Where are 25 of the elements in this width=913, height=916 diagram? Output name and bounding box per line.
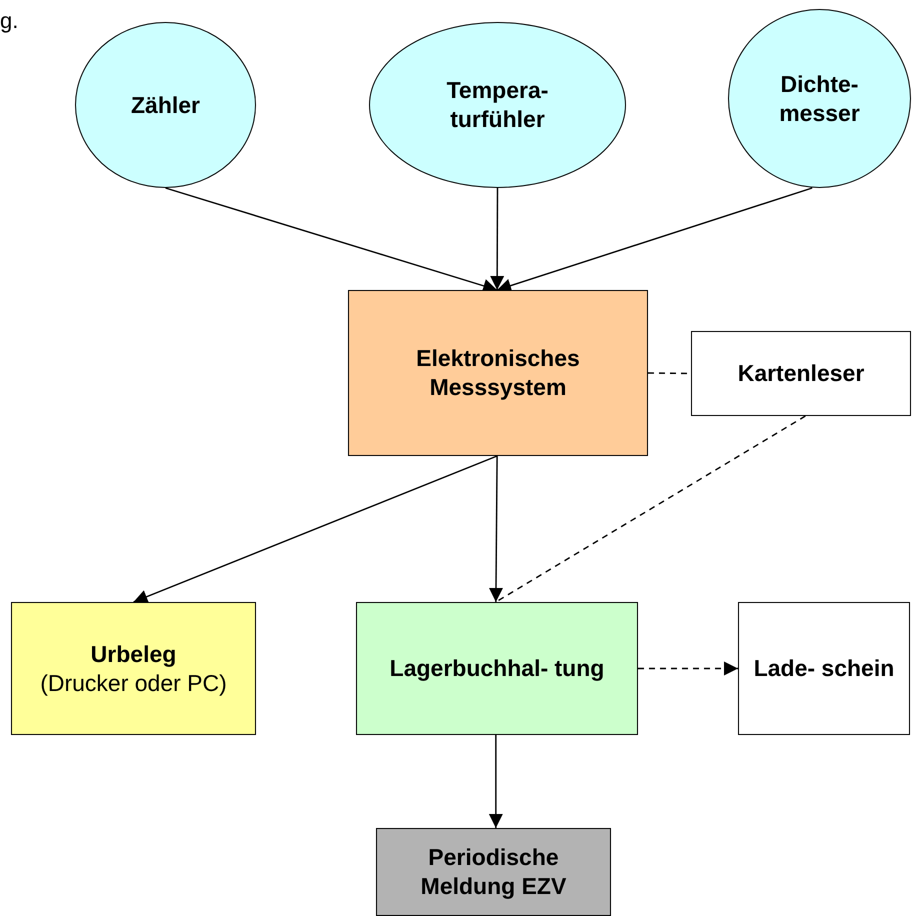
arrow bbox=[165, 187, 498, 293]
arrow bbox=[488, 735, 503, 828]
node-title: Urbeleg bbox=[90, 640, 176, 668]
process-box bbox=[738, 602, 910, 735]
node-title: Elektronisches Messsystem bbox=[415, 344, 581, 402]
node-title: Kartenleser bbox=[738, 359, 864, 388]
process-box bbox=[356, 602, 638, 735]
dashed-connector bbox=[638, 662, 738, 676]
node-title: Zähler bbox=[130, 90, 200, 120]
arrow bbox=[496, 187, 812, 292]
node-title: Tempera- turfühler bbox=[446, 76, 550, 134]
text-fragment: g. bbox=[0, 10, 18, 32]
node-title: Lagerbuchhal- tung bbox=[390, 654, 604, 683]
process-box bbox=[11, 602, 256, 735]
process-box bbox=[348, 290, 648, 456]
node-title: Periodische Meldung EZV bbox=[420, 843, 568, 901]
node-title: Dichte- messer bbox=[778, 70, 861, 128]
arrow bbox=[490, 188, 504, 290]
arrow bbox=[489, 456, 503, 602]
arrow bbox=[133, 455, 498, 604]
node-title: Lade- schein bbox=[754, 654, 894, 683]
dashed-connector bbox=[496, 415, 806, 603]
process-box bbox=[691, 331, 911, 416]
process-box bbox=[376, 828, 611, 916]
node-subtitle: (Drucker oder PC) bbox=[40, 668, 227, 698]
